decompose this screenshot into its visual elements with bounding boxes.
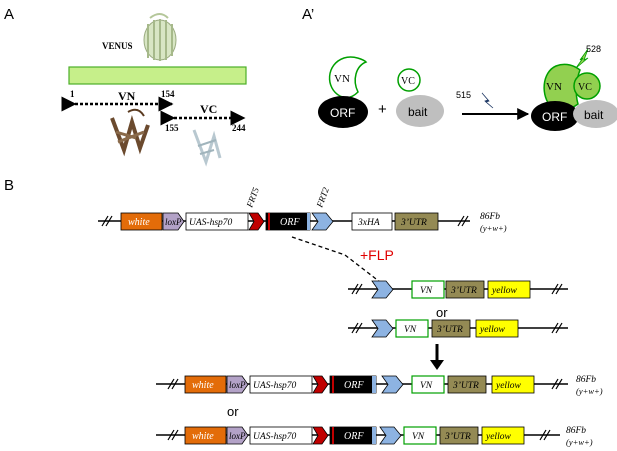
orf-protein-left xyxy=(318,96,368,128)
plus-sign: + xyxy=(378,101,387,118)
utr-box xyxy=(394,212,439,231)
flp-recombination-line xyxy=(291,236,381,283)
locus-label-row-4: 86Fb xyxy=(576,375,596,385)
loxp-label-row-5: loxP xyxy=(229,431,246,441)
uas-label-row-4: UAS-hsp70 xyxy=(253,381,297,391)
vn-fragment-structure-icon xyxy=(110,108,150,157)
vn-end-label: 154 xyxy=(161,89,175,99)
vn-range-label: VN xyxy=(118,89,136,103)
ha-tag-box xyxy=(351,212,393,231)
vn-complex-label: VN xyxy=(546,81,562,93)
venus-structure-icon xyxy=(143,13,177,61)
yellow-gene-box-row-2 xyxy=(487,280,531,299)
white-label-row-5: white xyxy=(192,431,214,442)
uas-promoter-box xyxy=(185,212,249,231)
frt2-label: FRT2 xyxy=(314,186,331,210)
orf-label-left: ORF xyxy=(330,106,355,120)
yellow-label-row-2: yellow xyxy=(491,286,517,296)
construct-row-5: white loxP UAS-hsp70 ORF VN 3’UTR yellow… xyxy=(156,426,593,447)
white-gene-label: white xyxy=(128,217,150,228)
bait-label-left: bait xyxy=(408,105,428,119)
vn-label-row-5: VN xyxy=(412,432,425,442)
frt5-site xyxy=(248,212,265,231)
or-label-2: or xyxy=(227,404,239,419)
vc-end-label: 244 xyxy=(232,123,246,133)
bait-protein-complex xyxy=(573,100,617,128)
vn-box-row-3 xyxy=(395,319,429,338)
excitation-bolt-icon xyxy=(481,92,494,109)
emission-wavelength: 528 xyxy=(586,44,601,54)
locus-label-row-5: 86Fb xyxy=(566,426,586,436)
construct-row-2: VN 3’UTR yellow xyxy=(348,280,568,299)
vc-fragment-shape xyxy=(397,68,421,92)
bait-label-complex: bait xyxy=(584,108,604,122)
loxp-label: loxP xyxy=(165,217,182,227)
genotype-label-row-4: (y+w+) xyxy=(576,386,603,396)
vc-fragment-complex-shape xyxy=(573,72,601,100)
white-label-row-4: white xyxy=(192,380,214,391)
vc-complex-label: VC xyxy=(578,82,592,93)
vn-label-row-4: VN xyxy=(420,381,433,391)
construct-row-3: VN 3’UTR yellow xyxy=(348,319,568,338)
emission-bolt-icon xyxy=(575,48,589,69)
vn-start-label: 1 xyxy=(70,89,75,99)
excitation-wavelength: 515 xyxy=(456,90,471,100)
utr-label: 3’UTR xyxy=(400,218,427,228)
utr-label-row-3: 3’UTR xyxy=(436,325,463,335)
frt5-label: FRT5 xyxy=(244,186,261,210)
frt2-site xyxy=(311,212,334,231)
vn-fragment-shape xyxy=(328,56,368,99)
utr-label-row-4: 3’UTR xyxy=(452,381,479,391)
loxp-site xyxy=(162,212,185,231)
yellow-label-row-4: yellow xyxy=(495,381,521,391)
white-gene-box xyxy=(120,212,163,231)
genotype-label-row-1: (y+w+) xyxy=(480,223,507,233)
vn-label-row-2: VN xyxy=(420,286,433,296)
vc-fragment-structure-icon xyxy=(192,129,222,167)
uas-label-row-5: UAS-hsp70 xyxy=(253,432,297,442)
flp-label: +FLP xyxy=(360,247,394,263)
orf-label-row-5: ORF xyxy=(344,431,364,442)
locus-label-row-1: 86Fb xyxy=(480,212,500,222)
vn-box-row-2 xyxy=(411,280,445,299)
utr-label-row-5: 3’UTR xyxy=(444,432,471,442)
utr-label-row-2: 3’UTR xyxy=(450,286,477,296)
yellow-label-row-5: yellow xyxy=(485,432,511,442)
orf-box-label: ORF xyxy=(280,217,300,228)
construct-row-1: white loxP UAS-hsp70 FRT5 ORF FRT2 3xHA … xyxy=(98,186,507,233)
vn-fragment-label: VN xyxy=(334,73,350,85)
vc-fragment-label: VC xyxy=(401,76,415,87)
panel-label-a: A xyxy=(4,6,14,23)
vc-range-label: VC xyxy=(200,102,217,116)
orf-label-row-4: ORF xyxy=(344,380,364,391)
yellow-gene-box-row-3 xyxy=(475,319,519,338)
vn-label-row-3: VN xyxy=(404,325,417,335)
yellow-label-row-3: yellow xyxy=(479,325,505,335)
ha-tag-label: 3xHA xyxy=(357,218,380,228)
down-arrow-icon xyxy=(430,360,444,370)
or-label-1: or xyxy=(436,305,448,320)
construct-row-4: white loxP UAS-hsp70 ORF VN 3’UTR yellow… xyxy=(156,375,603,396)
panel-label-b: B xyxy=(4,177,14,194)
orf-protein-complex xyxy=(531,101,579,131)
uas-promoter-label: UAS-hsp70 xyxy=(189,218,233,228)
genotype-label-row-5: (y+w+) xyxy=(566,437,593,447)
loxp-label-row-4: loxP xyxy=(229,380,246,390)
venus-protein-bar xyxy=(68,66,247,85)
vc-start-label: 155 xyxy=(165,123,179,133)
orf-label-complex: ORF xyxy=(542,110,567,124)
bait-protein-left xyxy=(396,95,444,127)
panel-label-a-prime: A’ xyxy=(302,6,314,23)
venus-label: VENUS xyxy=(102,41,133,51)
